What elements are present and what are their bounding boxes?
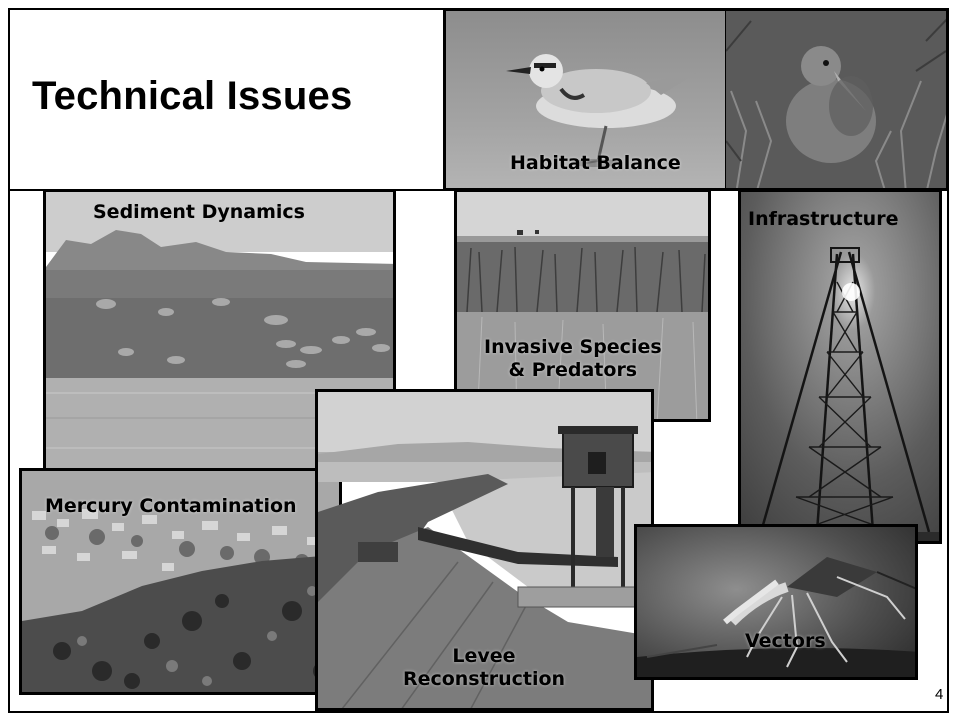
infrastructure-photo [738, 189, 942, 544]
mercury-contamination-caption: Mercury Contamination [45, 495, 297, 517]
levee-reconstruction-caption: Levee Reconstruction [394, 645, 574, 691]
invasive-caption-line2: & Predators [508, 359, 638, 382]
invasive-caption-line1: Invasive Species [484, 336, 662, 358]
invasive-species-photo [454, 189, 711, 422]
vectors-mosquito-photo [634, 524, 918, 680]
levee-caption-line1: Levee [452, 645, 516, 667]
slide-title: Technical Issues [32, 74, 353, 118]
sediment-dynamics-photo [43, 189, 396, 479]
vectors-caption: Vectors [745, 630, 826, 652]
infrastructure-caption: Infrastructure [748, 208, 899, 230]
mercury-contamination-photo [19, 468, 342, 695]
invasive-species-caption: Invasive Species & Predators [484, 336, 662, 382]
page-number: 4 [935, 686, 944, 703]
habitat-rail-photo [725, 8, 949, 191]
habitat-balance-caption: Habitat Balance [510, 152, 681, 174]
habitat-plover-photo [443, 8, 726, 191]
levee-caption-line2: Reconstruction [402, 668, 566, 691]
levee-reconstruction-photo [315, 389, 654, 711]
sediment-dynamics-caption: Sediment Dynamics [93, 201, 305, 223]
